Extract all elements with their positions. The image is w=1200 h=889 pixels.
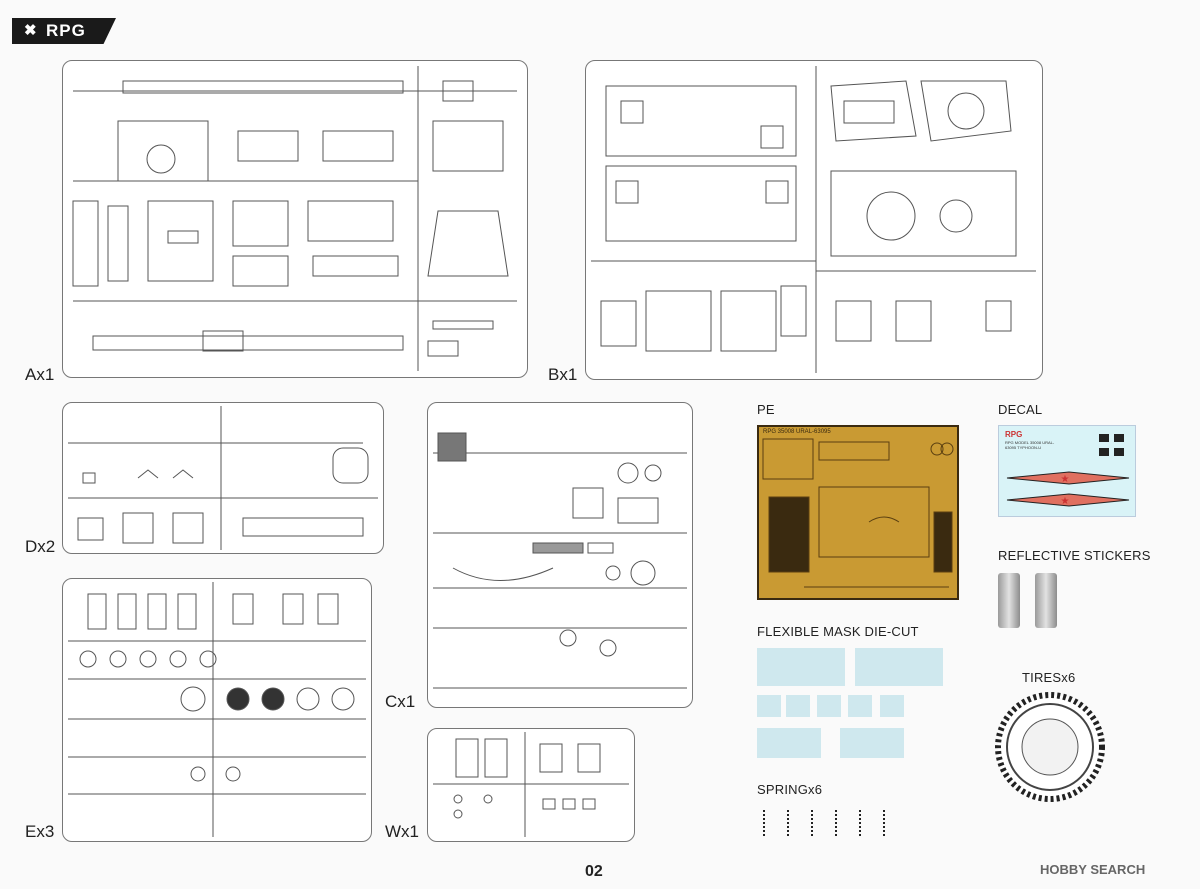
mask-small-4 <box>848 695 872 717</box>
sprue-e-label: Ex3 <box>25 822 55 841</box>
sprue-a <box>62 60 528 378</box>
reflective-sticker-right <box>1035 573 1057 628</box>
sprue-a-label: Ax1 <box>25 365 55 384</box>
sprue-d <box>62 402 384 554</box>
logo-mark-icon: ✖ <box>24 22 38 39</box>
sprue-b <box>585 60 1043 380</box>
sprue-w-parts <box>433 732 629 837</box>
svg-text:★: ★ <box>1061 496 1070 507</box>
mask-small-5 <box>880 695 904 717</box>
sprue-c-parts <box>433 432 687 689</box>
mask-door-left <box>757 728 821 758</box>
decal-label: DECAL <box>998 402 1043 417</box>
svg-text:★: ★ <box>1061 474 1070 485</box>
sprue-c <box>427 402 693 708</box>
decal-sheet: RPG RPG MODEL 35008 URAL-63095 TYPHOON-U… <box>998 425 1136 517</box>
sprue-d-parts <box>68 406 378 550</box>
decal-sheet-text: RPG MODEL 35008 URAL-63095 TYPHOON-U <box>1005 440 1055 450</box>
decal-brand: RPG <box>1005 430 1023 439</box>
mask-windshield-left <box>757 648 845 686</box>
sprue-e-parts <box>68 582 366 837</box>
mask-small-2 <box>786 695 810 717</box>
tires-label: TIRESx6 <box>1022 670 1076 685</box>
sprue-e <box>62 578 372 842</box>
decal-stripes: ★ ★ <box>1006 434 1130 507</box>
sprue-d-label: Dx2 <box>25 537 56 556</box>
sprue-b-parts <box>591 66 1036 373</box>
sprue-w-label: Wx1 <box>385 822 419 841</box>
springs-label: SPRINGx6 <box>757 782 823 797</box>
mask-windshield-right <box>855 648 943 686</box>
mask-label: FLEXIBLE MASK DIE-CUT <box>757 624 919 639</box>
springs-icon <box>763 810 885 838</box>
pe-fret: RPG 35008 URAL-63095 <box>757 425 959 600</box>
brand-logo: ✖ RPG <box>12 18 116 44</box>
watermark: HOBBY SEARCH <box>1040 862 1146 877</box>
reflective-sticker-left <box>998 573 1020 628</box>
mask-small-3 <box>817 695 841 717</box>
sprue-a-parts <box>72 66 517 371</box>
pe-label: PE <box>757 402 775 417</box>
tire-icon <box>995 692 1105 802</box>
reflective-label: REFLECTIVE STICKERS <box>998 548 1151 563</box>
sprue-w <box>427 728 635 842</box>
pe-fret-parts <box>762 438 954 588</box>
pe-fret-text: RPG 35008 URAL-63095 <box>763 429 831 435</box>
page-number: 02 <box>585 863 603 880</box>
sprue-c-label: Cx1 <box>385 692 416 711</box>
sprue-b-label: Bx1 <box>548 365 578 384</box>
logo-text: RPG <box>46 21 86 40</box>
mask-small-1 <box>757 695 781 717</box>
mask-door-right <box>840 728 904 758</box>
